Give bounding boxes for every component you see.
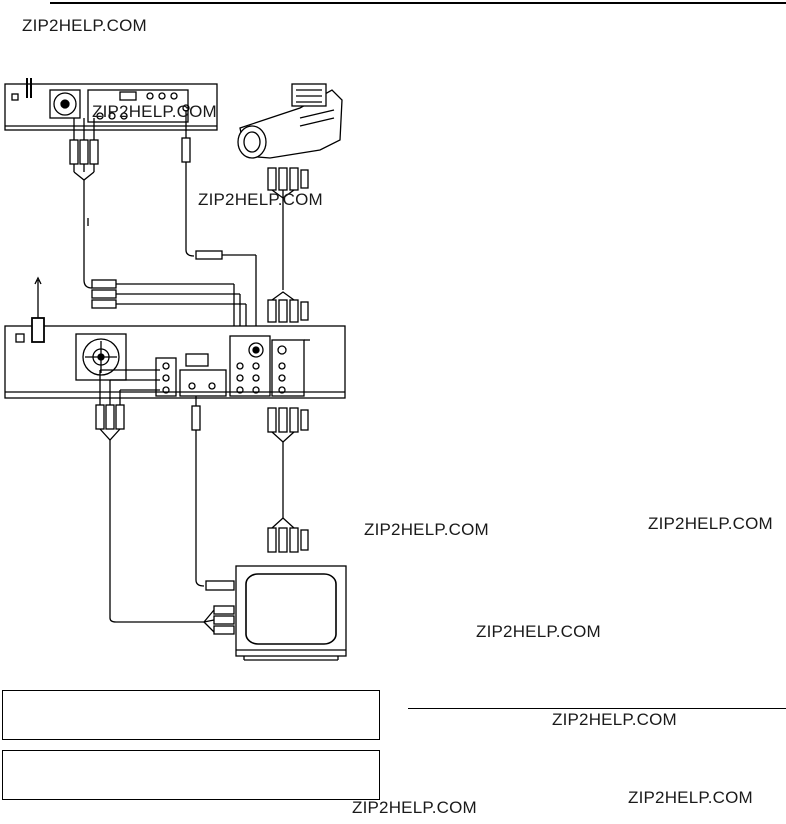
watermark-9: ZIP2HELP.COM (628, 788, 753, 807)
camcorder (237, 83, 343, 159)
recorder-to-tv-rca-cables (95, 369, 235, 635)
recorder-av-out-cables (267, 407, 309, 553)
watermark-8: ZIP2HELP.COM (352, 798, 477, 817)
television (235, 565, 347, 661)
note-box-1 (2, 690, 380, 740)
connection-diagram (4, 78, 347, 661)
note-box-2 (2, 750, 380, 800)
watermark-7: ZIP2HELP.COM (552, 710, 677, 729)
main-recorder (4, 276, 346, 399)
camcorder-cables (267, 167, 309, 323)
recorder-to-tv-coax-cable (191, 396, 235, 591)
right-column-rule (408, 708, 786, 710)
top-source-device (4, 78, 218, 131)
top-rule (50, 2, 786, 4)
